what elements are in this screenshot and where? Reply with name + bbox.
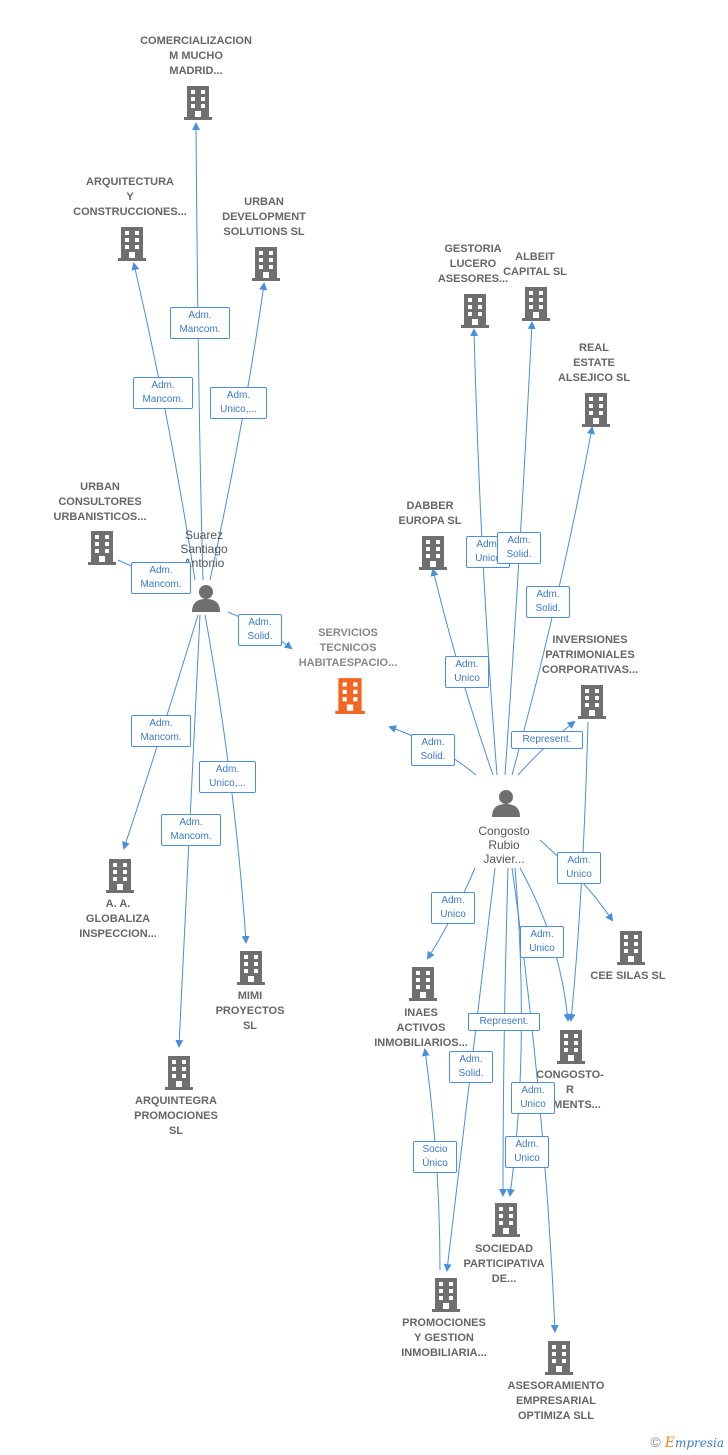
brand-logo[interactable]: ©Empresia <box>650 1434 724 1451</box>
edge-label-adm-solid: Adm. Solid. <box>497 532 541 564</box>
person-icon-suarez[interactable] <box>192 585 220 612</box>
node-cee-silas[interactable]: CEE SILAS SL <box>590 970 666 982</box>
edge-suarez-comercializacion <box>192 122 204 581</box>
node-urban-consultores[interactable]: URBAN CONSULTORES URBANISTICOS... <box>53 481 147 523</box>
node-asesoramiento[interactable]: ASESORAMIENTO EMPRESARIAL OPTIMIZA SLL <box>507 1380 605 1422</box>
person-suarez-santiago[interactable]: Suarez Santiago Antonio <box>180 528 228 570</box>
edge-inversiones-congostor <box>567 721 589 1022</box>
edge-label-socio-unico: Socio Único <box>413 1141 457 1173</box>
building-icon-urban-dev[interactable] <box>252 247 280 281</box>
node-promociones[interactable]: PROMOCIONES Y GESTION INMOBILIARIA... <box>401 1317 487 1359</box>
edge-label-adm-mancom: Adm. Mancom. <box>161 814 221 846</box>
edge-label-adm-unico: Adm. Unico,... <box>199 761 256 793</box>
node-comercializacion[interactable]: COMERCIALIZACION M MUCHO MADRID... <box>140 35 252 77</box>
building-icon-comercializacion[interactable] <box>184 86 212 120</box>
building-icon-arquintegra[interactable] <box>165 1056 193 1090</box>
building-icon-dabber[interactable] <box>419 536 447 570</box>
node-inaes[interactable]: INAES ACTIVOS INMOBILIARIOS... <box>374 1007 468 1049</box>
edge-label-adm-unico: Adm. Unico <box>505 1136 549 1168</box>
node-inversiones[interactable]: INVERSIONES PATRIMONIALES CORPORATIVAS..… <box>541 634 639 676</box>
node-albeit-capital[interactable]: ALBEIT CAPITAL SL <box>503 251 567 278</box>
building-icon-inversiones[interactable] <box>578 685 606 719</box>
building-icon-sociedad[interactable] <box>492 1203 520 1237</box>
building-icon-arquitectura[interactable] <box>118 227 146 261</box>
building-icon-real-estate[interactable] <box>582 393 610 427</box>
node-sociedad-participativa[interactable]: SOCIEDAD PARTICIPATIVA DE... <box>463 1243 545 1285</box>
edge-label-adm-unico: Adm. Unico <box>431 892 475 924</box>
building-icon-mimi[interactable] <box>237 951 265 985</box>
edge-label-adm-solid: Adm. Solid. <box>238 614 282 646</box>
edge-label-adm-mancom: Adm. Mancom. <box>170 307 230 339</box>
building-icon-congosto-r[interactable] <box>557 1030 585 1064</box>
edge-label-adm-solid: Adm. Solid. <box>411 734 455 766</box>
edge-label-adm-unico: Adm. Unico <box>557 852 601 884</box>
node-mimi-proyectos[interactable]: MIMI PROYECTOS SL <box>215 990 285 1032</box>
building-icon-asesoramiento[interactable] <box>545 1341 573 1375</box>
edge-label-adm-mancom: Adm. Mancom. <box>131 562 191 594</box>
node-arquitectura[interactable]: ARQUITECTURA Y CONSTRUCCIONES... <box>73 176 187 218</box>
building-icon-urban-cons[interactable] <box>88 531 116 565</box>
edge-label-adm-unico: Adm. Unico <box>520 926 564 958</box>
brand-initial: E <box>664 1435 675 1451</box>
building-icon-cee-silas[interactable] <box>617 931 645 965</box>
node-aa-globaliza[interactable]: A. A. GLOBALIZA INSPECCION... <box>79 898 157 940</box>
edge-label-adm-mancom: Adm. Mancom. <box>131 715 191 747</box>
edge-label-adm-mancom: Adm. Mancom. <box>133 377 193 409</box>
brand-name: mpresia <box>674 1436 724 1450</box>
edge-label-adm-solid: Adm. Solid. <box>449 1051 493 1083</box>
node-real-estate[interactable]: REAL ESTATE ALSEJICO SL <box>557 342 631 384</box>
edge-label-adm-solid: Adm. Solid. <box>526 586 570 618</box>
building-icon-inaes[interactable] <box>409 967 437 1001</box>
building-icon-gestoria[interactable] <box>461 294 489 328</box>
building-icon-albeit[interactable] <box>522 287 550 321</box>
node-urban-development[interactable]: URBAN DEVELOPMENT SOLUTIONS SL <box>222 196 306 238</box>
edge-label-represent: Represent. <box>511 731 583 749</box>
edge-label-adm-unico: Adm. Unico <box>445 656 489 688</box>
person-congosto-rubio[interactable]: Congosto Rubio Javier... <box>478 824 530 866</box>
edge-label-adm-unico: Adm. Unico,... <box>210 387 267 419</box>
node-arquintegra[interactable]: ARQUINTEGRA PROMOCIONES SL <box>134 1095 218 1137</box>
node-servicios-tecnicos[interactable]: SERVICIOS TECNICOS HABITAESPACIO... <box>298 627 398 669</box>
node-dabber-europa[interactable]: DABBER EUROPA SL <box>398 500 462 527</box>
node-gestoria-lucero[interactable]: GESTORIA LUCERO ASESORES... <box>437 243 509 285</box>
edge-congosto-sociedad-a <box>499 867 509 1197</box>
copyright-symbol: © <box>650 1434 661 1450</box>
edge-suarez-urban-dev <box>209 282 268 581</box>
building-icon-aa-globaliza[interactable] <box>106 859 134 893</box>
building-icon-servicios-center[interactable] <box>335 678 365 714</box>
edge-label-represent: Represent. <box>468 1013 540 1031</box>
edge-label-adm-unico: Adm. Unico <box>511 1082 555 1114</box>
person-icon-congosto[interactable] <box>492 790 520 817</box>
edge-suarez-arquitectura <box>131 262 196 581</box>
